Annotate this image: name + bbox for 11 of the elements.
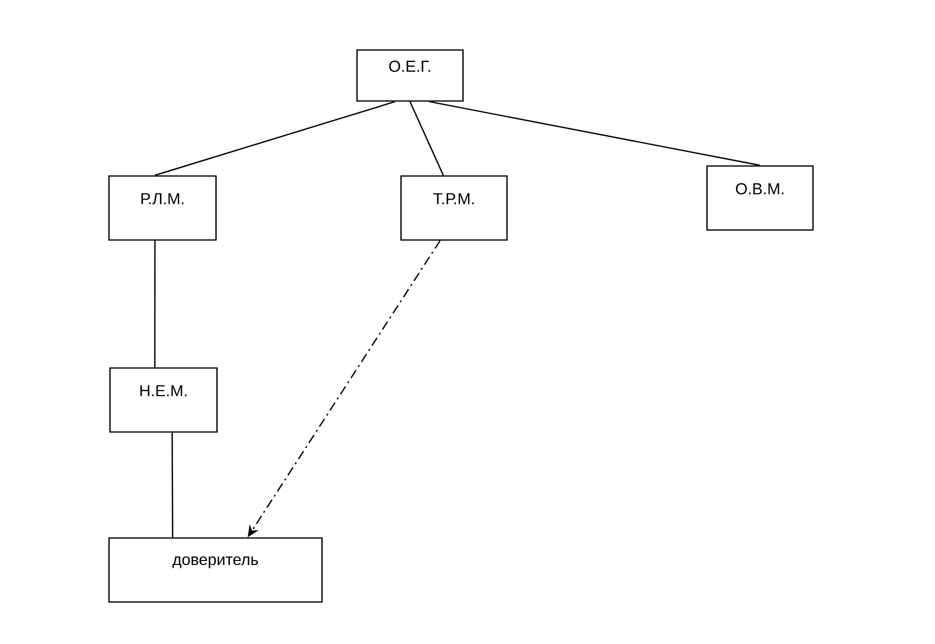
box: Р.Л.М. (108, 175, 217, 241)
box: О.В.М. (706, 165, 814, 231)
connector-line (154, 101, 396, 176)
box: О.Е.Г. (356, 49, 464, 102)
connector-line (154, 240, 156, 368)
box: Н.Е.М. (109, 367, 218, 433)
box: доверитель (108, 537, 323, 603)
connector-line (409, 101, 444, 176)
connector-line (429, 101, 760, 166)
connector-line (172, 432, 174, 538)
box: Т.Р.М. (400, 175, 508, 241)
